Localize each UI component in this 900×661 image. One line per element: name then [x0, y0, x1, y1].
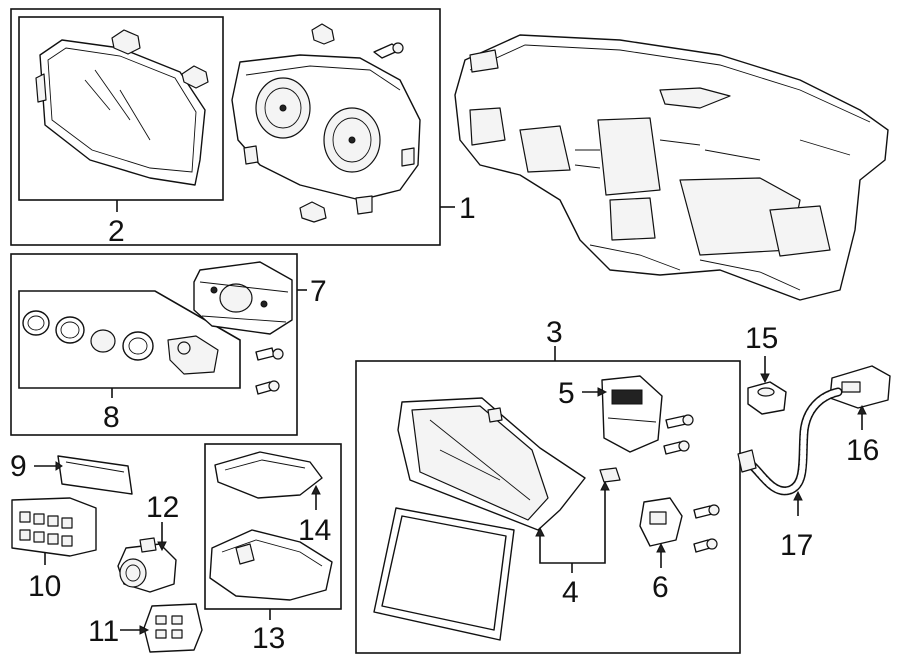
usb-module-part — [639, 497, 683, 547]
callout-10: 10 — [28, 570, 61, 603]
selector-knob-part — [117, 537, 177, 593]
callout-13: 13 — [252, 622, 285, 655]
callout-9: 9 — [10, 450, 27, 483]
callout-5: 5 — [558, 377, 575, 410]
display-group: 3 4 5 — [355, 316, 741, 654]
callout-1: 1 — [459, 192, 476, 225]
switch-module-part — [143, 603, 203, 653]
upper-bracket-part — [214, 451, 323, 499]
usb-connector-part — [829, 365, 891, 409]
control-unit-group: 14 13 — [204, 443, 342, 655]
display-group-box — [355, 360, 741, 654]
control-unit-box — [204, 443, 342, 610]
usb-bolt-icon — [693, 504, 720, 553]
callout-16: 16 — [846, 434, 879, 467]
callout-11: 11 — [88, 615, 119, 648]
lower-control-unit-part — [209, 529, 333, 601]
cluster-screw-icon — [299, 23, 404, 223]
callout-4: 4 — [562, 576, 579, 609]
knob-rings-part — [22, 310, 219, 375]
bracket-part — [599, 467, 621, 483]
display-screen-part — [397, 397, 586, 531]
switch-group-box — [10, 253, 298, 436]
callout-12: 12 — [146, 491, 179, 524]
cluster-group-box — [10, 8, 441, 246]
display-bezel-part — [373, 507, 515, 641]
callout-6: 6 — [652, 571, 669, 604]
callout-15: 15 — [745, 322, 778, 355]
switch-subbox — [18, 290, 241, 389]
switch-bank-part — [11, 497, 97, 557]
instrument-cluster-group: 1 2 — [10, 8, 476, 248]
switch-screw-icon — [255, 347, 284, 395]
gauge-cluster-part — [231, 54, 421, 215]
callout-2: 2 — [108, 215, 125, 248]
callout-3: 3 — [546, 316, 563, 349]
small-switch-parts: 9 10 12 — [10, 450, 203, 653]
hvac-control-unit-part — [193, 261, 293, 335]
callout-8: 8 — [103, 401, 120, 434]
callout-7: 7 — [310, 275, 327, 308]
aux-jack-part — [747, 381, 787, 415]
switch-panel-group: 7 8 — [10, 253, 327, 436]
nav-bolt-icon — [663, 414, 694, 455]
cluster-lens-part — [35, 39, 206, 186]
wire-harness-part — [737, 387, 843, 496]
navigation-unit-part — [601, 375, 663, 453]
cluster-lens-subbox — [18, 16, 224, 201]
cluster-clip-icon — [111, 29, 209, 89]
trim-strip-part — [57, 455, 133, 495]
callout-17: 17 — [780, 529, 813, 562]
connector-parts: 15 16 17 — [737, 322, 891, 562]
dashboard-panel-part — [454, 34, 889, 301]
callout-14: 14 — [298, 514, 331, 547]
